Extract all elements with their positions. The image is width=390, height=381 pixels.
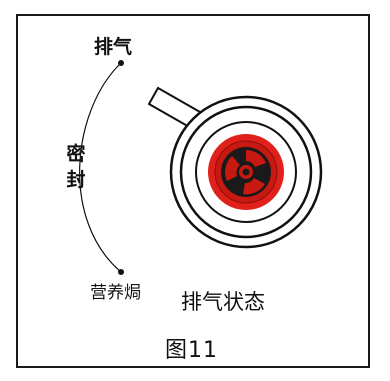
figure-caption: 图11	[165, 338, 218, 363]
inner-ring	[195, 121, 297, 223]
selector-arc	[79, 62, 122, 273]
exhaust-label: 排气	[94, 36, 133, 58]
porridge-position-dot	[118, 269, 124, 275]
seal-label: 密封	[66, 143, 86, 191]
porridge-label: 营养焗	[90, 283, 141, 303]
state-caption: 排气状态	[181, 290, 265, 314]
valve-core	[221, 147, 271, 197]
middle-ring	[179, 105, 313, 239]
exhaust-position-dot	[118, 60, 124, 66]
